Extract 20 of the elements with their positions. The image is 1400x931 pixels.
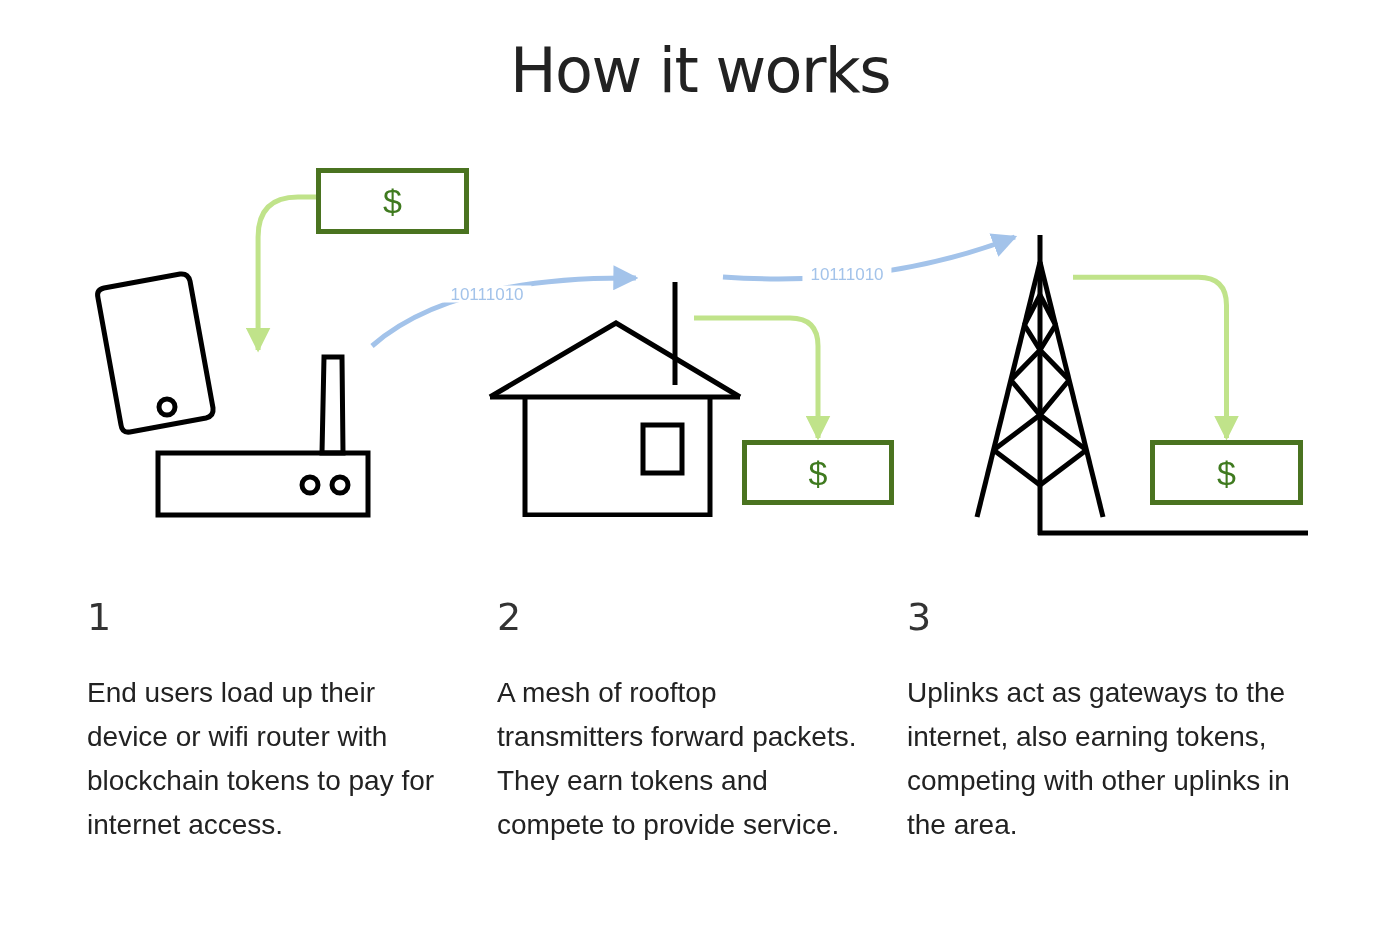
router-drawing — [155, 352, 372, 519]
title: How it works — [510, 40, 890, 102]
dollar-sign: $ — [1217, 455, 1236, 490]
arrow — [245, 194, 316, 353]
step-number: 3 — [907, 598, 933, 636]
arrow — [1073, 274, 1239, 441]
step-description: A mesh of rooftop transmitters forward packets. They earn tokens and compete to provide service. — [497, 676, 858, 842]
dollar-sign: $ — [383, 184, 402, 218]
money-box — [1150, 440, 1303, 505]
step-number: 2 — [497, 598, 523, 636]
tower-drawing — [973, 235, 1108, 537]
arrow — [694, 315, 831, 441]
edge-label: 10111010 — [802, 265, 892, 283]
money-box — [742, 440, 894, 505]
step-number: 1 — [87, 598, 113, 636]
step-description: Uplinks act as gateways to the internet, also earning tokens, competing with other uplinks in the area. — [907, 676, 1291, 842]
money-box — [316, 168, 469, 234]
dollar-sign: $ — [808, 455, 828, 490]
step-description: End users load up their device or wifi router with blockchain tokens to pay for internet access. — [87, 676, 436, 842]
edge-label: 10111010 — [442, 285, 532, 303]
